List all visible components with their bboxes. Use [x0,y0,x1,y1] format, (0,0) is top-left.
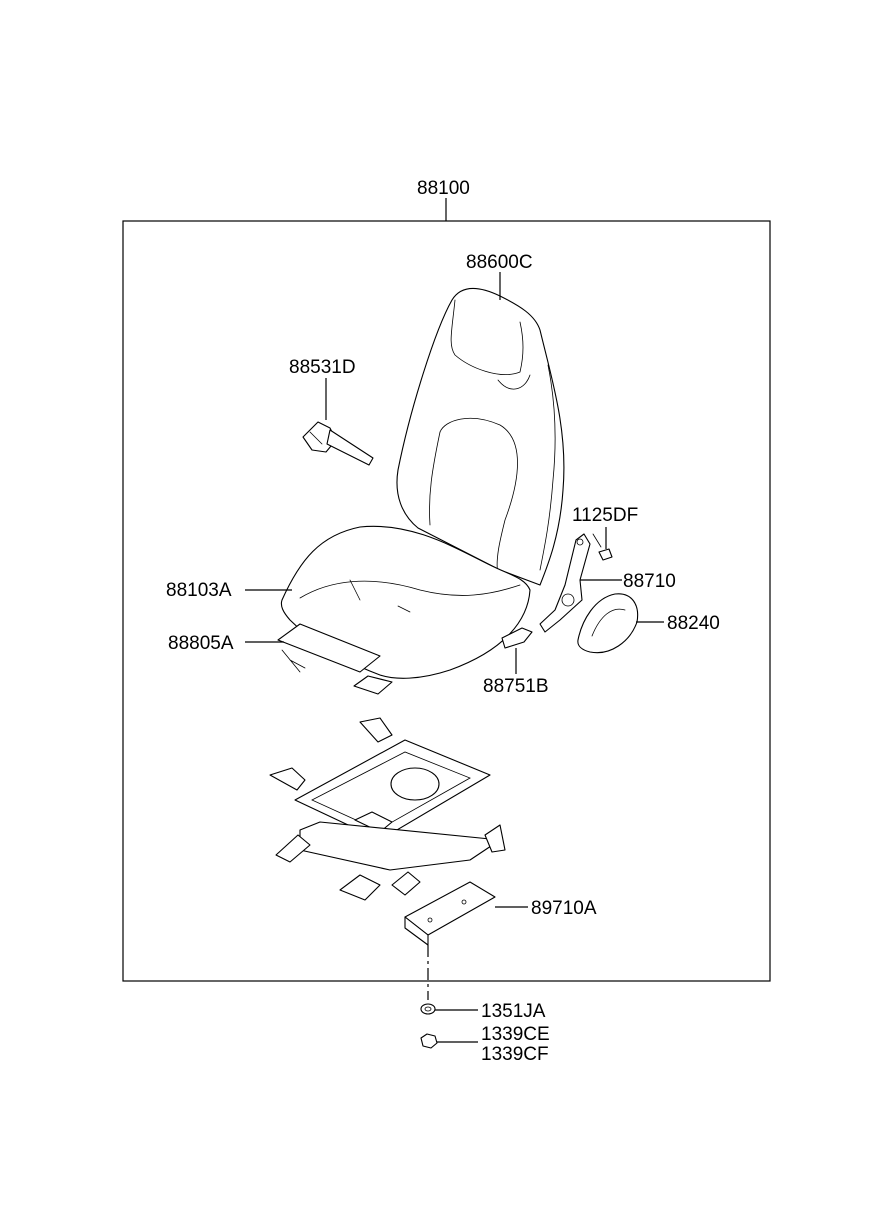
seat-frame-part [269,717,506,901]
label-nut-a: 1339CE [481,1024,550,1045]
label-headrest-guide: 88531D [289,357,356,378]
washer-part [420,1003,436,1015]
bracket-part [404,881,496,946]
label-knob: 88751B [483,676,549,697]
label-cushion: 88103A [166,580,232,601]
label-assembly: 88100 [417,178,470,199]
washer-hole [424,1006,432,1012]
label-back: 88600C [466,252,533,273]
label-nut-b: 1339CF [481,1044,549,1065]
label-washer: 1351JA [481,1001,546,1022]
nut-part [420,1033,438,1049]
bolt-part [592,533,613,561]
hinge-part [539,533,591,633]
label-bolt: 1125DF [572,505,638,526]
knob-part [501,627,533,649]
recliner-cover-part [577,593,639,654]
track-part [277,623,393,695]
label-track: 88805A [168,633,234,654]
label-hinge: 88710 [623,571,676,592]
label-cover: 88240 [667,613,720,634]
label-bracket: 89710A [531,898,597,919]
headrest-guide-part [302,421,374,466]
